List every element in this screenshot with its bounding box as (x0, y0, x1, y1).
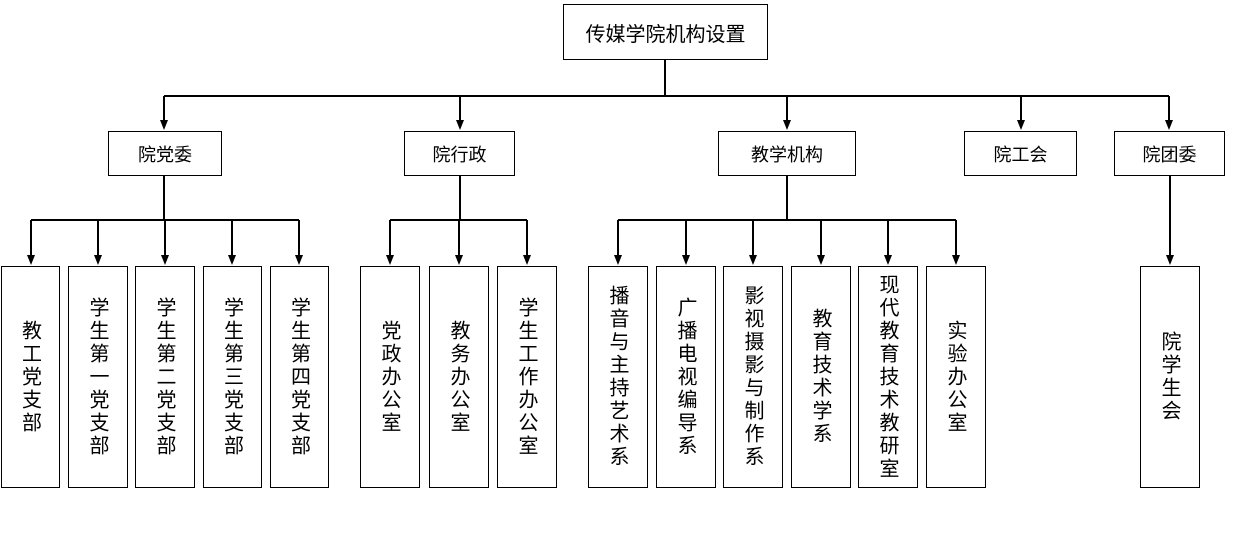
unit-party-admin-office: 党政办公室 (360, 266, 420, 488)
dept-label: 教学机构 (751, 144, 823, 166)
dept-party-committee: 院党委 (108, 131, 222, 176)
unit-student-party-branch-2: 学生第二党支部 (135, 266, 195, 488)
arrowhead (783, 120, 791, 130)
dept-label: 院工会 (993, 144, 1048, 166)
unit-label: 学生第一党支部 (86, 296, 110, 458)
dept-union: 院工会 (964, 131, 1077, 176)
dept-administration: 院行政 (404, 131, 515, 176)
unit-radio-tv-directing-dept: 广播电视编导系 (656, 266, 716, 488)
arrowhead (455, 255, 463, 265)
unit-laboratory-office: 实验办公室 (926, 266, 986, 488)
arrowhead (1017, 120, 1025, 130)
unit-label: 实验办公室 (944, 319, 968, 435)
unit-modern-edtech-research-office: 现代教育技术教研室 (858, 266, 918, 488)
arrowhead (228, 255, 236, 265)
arrowhead (456, 120, 464, 130)
arrowhead (614, 255, 622, 265)
unit-label: 广播电视编导系 (674, 296, 698, 458)
unit-label: 播音与主持艺术系 (606, 285, 630, 469)
unit-faculty-party-branch: 教工党支部 (1, 266, 60, 488)
arrowhead (161, 255, 169, 265)
arrowhead (682, 255, 690, 265)
unit-label: 教工党支部 (18, 319, 43, 435)
arrowhead (1166, 255, 1174, 265)
arrowhead (27, 255, 35, 265)
unit-label: 学生第二党支部 (153, 296, 177, 458)
unit-label: 学生第四党支部 (287, 296, 312, 458)
unit-academic-affairs-office: 教务办公室 (429, 266, 489, 488)
arrowhead (523, 255, 531, 265)
root-node: 传媒学院机构设置 (563, 4, 768, 60)
arrowhead (749, 255, 757, 265)
arrowhead (386, 255, 394, 265)
unit-student-union: 院学生会 (1140, 266, 1200, 488)
arrowhead (884, 255, 892, 265)
dept-teaching: 教学机构 (718, 131, 856, 176)
dept-youth-league: 院团委 (1114, 131, 1225, 176)
unit-label: 教育技术学系 (809, 308, 833, 446)
unit-student-party-branch-3: 学生第三党支部 (203, 266, 262, 488)
unit-label: 学生第三党支部 (220, 296, 245, 458)
root-label: 传媒学院机构设置 (585, 21, 746, 46)
unit-film-photography-dept: 影视摄影与制作系 (723, 266, 783, 488)
arrowhead (160, 120, 168, 130)
unit-student-party-branch-4: 学生第四党支部 (270, 266, 329, 488)
arrowhead (94, 255, 102, 265)
arrowhead (952, 255, 960, 265)
unit-broadcasting-hosting-dept: 播音与主持艺术系 (588, 266, 648, 488)
unit-label: 教务办公室 (447, 319, 471, 435)
unit-label: 学生工作办公室 (515, 296, 539, 458)
dept-label: 院团委 (1142, 144, 1197, 166)
unit-student-affairs-office: 学生工作办公室 (497, 266, 557, 488)
unit-label: 影视摄影与制作系 (741, 285, 765, 469)
unit-label: 现代教育技术教研室 (876, 273, 900, 481)
dept-label: 院行政 (432, 144, 487, 166)
unit-label: 党政办公室 (378, 319, 402, 435)
unit-student-party-branch-1: 学生第一党支部 (68, 266, 128, 488)
unit-label: 院学生会 (1158, 331, 1182, 423)
dept-label: 院党委 (138, 144, 192, 166)
arrowhead (1165, 120, 1173, 130)
arrowhead (817, 255, 825, 265)
arrowhead (295, 255, 303, 265)
unit-educational-technology-dept: 教育技术学系 (791, 266, 851, 488)
